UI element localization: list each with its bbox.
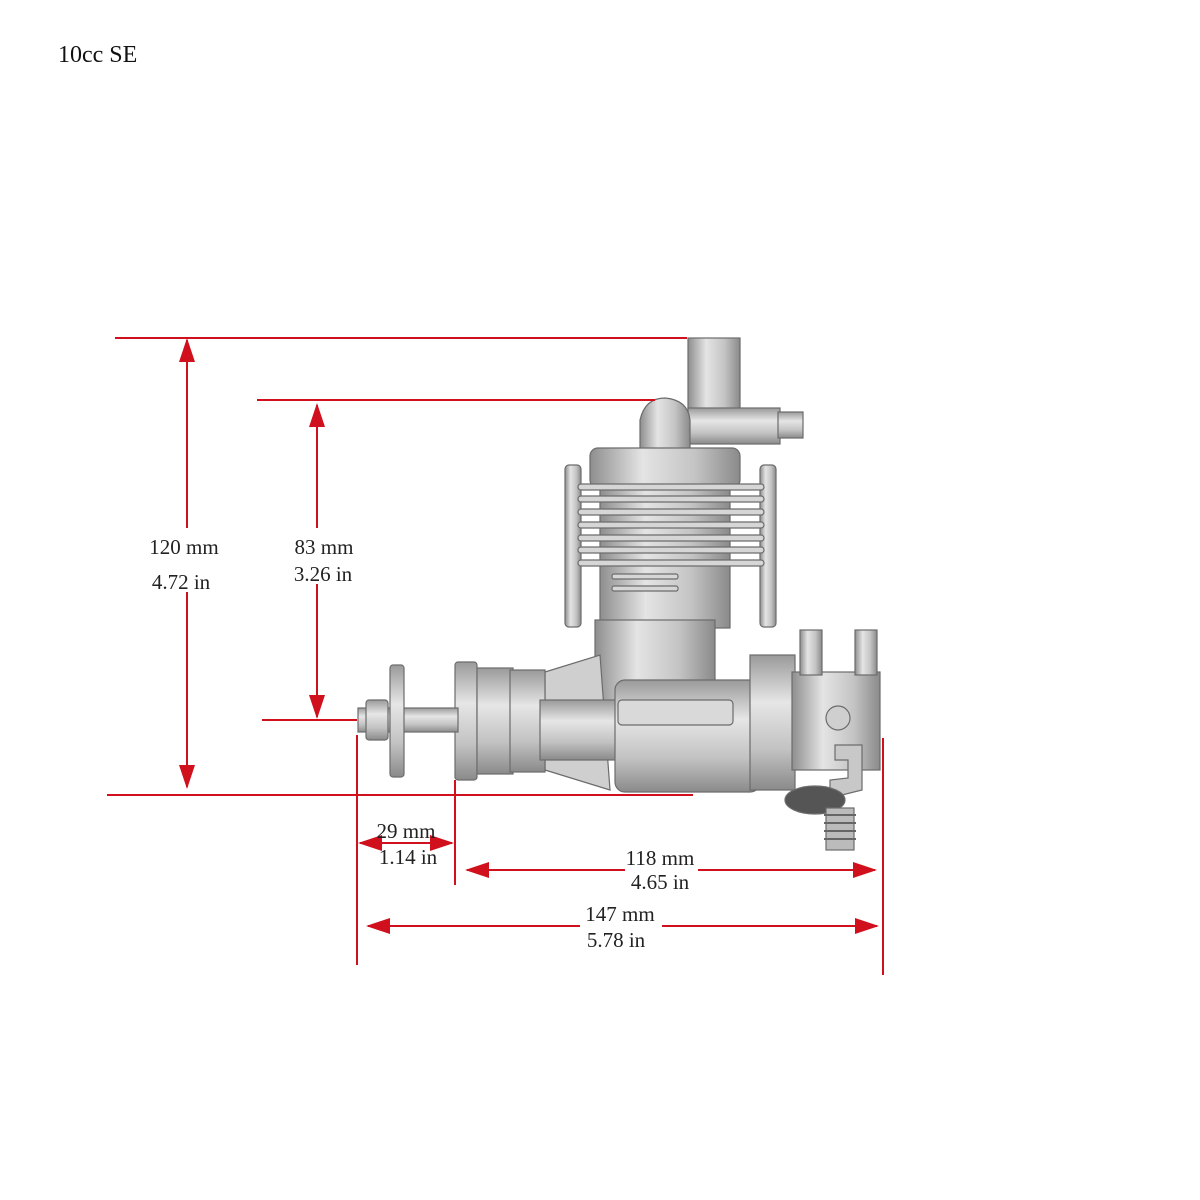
shaft-height-mm: 83 mm <box>295 535 354 559</box>
crankcase-flange <box>617 699 734 726</box>
overall-height-in: 4.72 in <box>152 570 211 594</box>
overall-length-mm: 147 mm <box>585 902 654 926</box>
backplate <box>749 654 796 791</box>
exhaust-pipe-horizontal <box>687 407 781 445</box>
prop-nut <box>365 699 389 741</box>
exhaust-elbow <box>639 397 691 451</box>
carburetor-nipple-right <box>854 629 878 676</box>
front-bearing-housing <box>509 669 546 773</box>
shaft-height-in: 3.26 in <box>294 562 353 586</box>
body-length-in: 4.65 in <box>631 870 690 894</box>
cylinder-side-plate-left <box>564 464 582 628</box>
carburetor-screw <box>825 705 851 731</box>
throttle-spring <box>824 807 856 851</box>
shaft-length-in: 1.14 in <box>379 845 438 869</box>
engine-illustration <box>357 337 881 851</box>
exhaust-pipe-vertical <box>687 337 741 421</box>
diagram-title: 10cc SE <box>58 42 138 68</box>
overall-length-in: 5.78 in <box>587 928 646 952</box>
crankcase-lower <box>614 679 761 793</box>
body-length-mm: 118 mm <box>626 846 695 870</box>
cooling-fins <box>577 483 765 629</box>
front-housing-collar <box>476 667 514 775</box>
shaft-length-mm: 29 mm <box>377 819 436 843</box>
crankcase-body <box>539 699 621 761</box>
cylinder-side-plate-right <box>759 464 777 628</box>
carburetor-nipple-left <box>799 629 823 676</box>
overall-height-mm: 120 mm <box>149 535 218 559</box>
cylinder-head <box>589 447 741 489</box>
exhaust-tip <box>777 411 804 439</box>
prop-washer <box>389 664 405 778</box>
throttle-arm-disc <box>784 785 846 815</box>
carburetor-hook <box>829 744 863 799</box>
